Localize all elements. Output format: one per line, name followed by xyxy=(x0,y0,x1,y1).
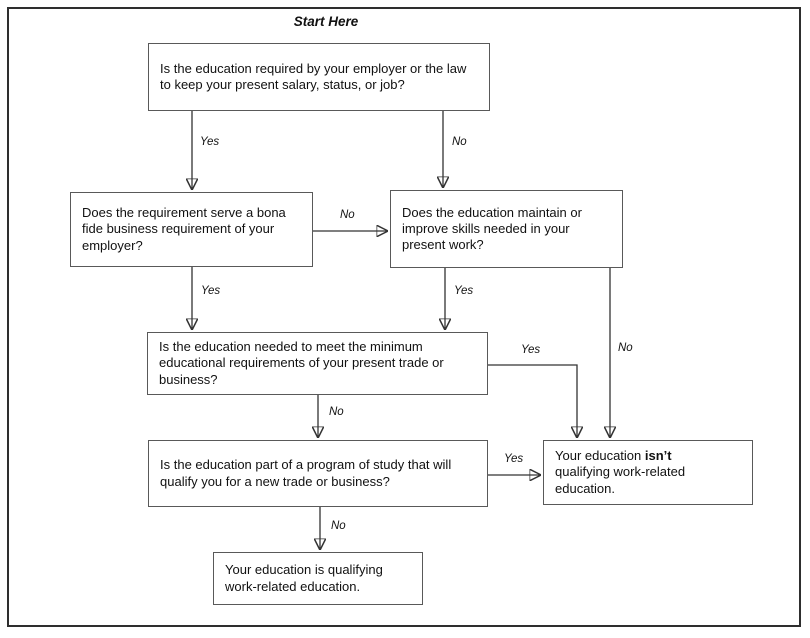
node-not-qualifying-result: Your education isn’t qualifying work-rel… xyxy=(543,440,753,505)
result-text-suffix: qualifying work-related education. xyxy=(555,464,686,496)
edge-label-q5-no: No xyxy=(331,520,346,532)
edge-label-q5-yes: Yes xyxy=(504,453,524,465)
edge-label-q2-yes: Yes xyxy=(201,285,221,297)
start-here-label: Start Here xyxy=(293,14,359,29)
node-maintain-improve-skills-question: Does the education maintain or improve s… xyxy=(390,190,623,268)
node-text: Is the education required by your employ… xyxy=(160,60,467,92)
node-new-trade-program-question: Is the education part of a program of st… xyxy=(148,440,488,507)
edge-label-q3-yes: Yes xyxy=(454,285,474,297)
node-bona-fide-requirement-question: Does the requirement serve a bona fide b… xyxy=(70,192,313,267)
edge-label-q4-yes: Yes xyxy=(521,344,541,356)
node-text: Does the education maintain or improve s… xyxy=(402,204,582,253)
node-qualifying-result: Your education is qualifying work-relate… xyxy=(213,552,423,605)
edge-label-q3-no: No xyxy=(618,342,633,354)
node-text: Your education isn’t qualifying work-rel… xyxy=(555,448,720,496)
result-text-prefix: Your education xyxy=(555,448,645,464)
edge-label-q2-no: No xyxy=(340,209,355,221)
node-text: Is the education part of a program of st… xyxy=(160,457,452,489)
node-text: Is the education needed to meet the mini… xyxy=(159,339,444,387)
result-text-emphasis: isn’t xyxy=(644,448,672,464)
node-minimum-requirements-question: Is the education needed to meet the mini… xyxy=(147,332,488,395)
node-text: Does the requirement serve a bona fide b… xyxy=(82,205,286,253)
edge-label-q1-yes: Yes xyxy=(200,136,220,148)
node-education-required-question: Is the education required by your employ… xyxy=(148,43,490,111)
node-text: Your education is qualifying work-relate… xyxy=(225,562,383,594)
edge-label-q1-no: No xyxy=(452,136,467,148)
edge-label-q4-no: No xyxy=(329,406,344,418)
